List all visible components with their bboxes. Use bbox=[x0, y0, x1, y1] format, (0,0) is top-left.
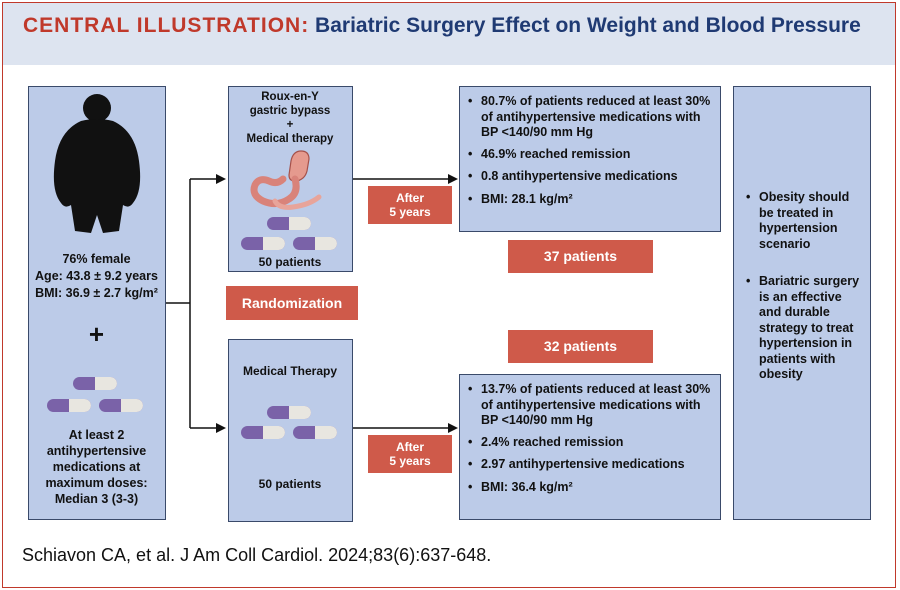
randomization-label: Randomization bbox=[226, 286, 358, 320]
person-silhouette-icon bbox=[53, 94, 141, 233]
pill-icon bbox=[241, 217, 337, 250]
page-title: CENTRAL ILLUSTRATION: Bariatric Surgery … bbox=[23, 13, 883, 38]
header-band: CENTRAL ILLUSTRATION: Bariatric Surgery … bbox=[3, 3, 895, 65]
surgery-label-4: Medical therapy bbox=[246, 133, 334, 145]
baseline-box: 76% female Age: 43.8 ± 9.2 years BMI: 36… bbox=[28, 86, 166, 520]
conclusion-item: Bariatric surgery is an effective and du… bbox=[746, 274, 864, 383]
surgery-outcome-item: 80.7% of patients reduced at least 30% o… bbox=[468, 94, 716, 141]
conclusions-list: Obesity should be treated in hypertensio… bbox=[746, 190, 864, 383]
surgery-label-1: Roux-en-Y bbox=[261, 91, 319, 103]
surgery-patients: 50 patients bbox=[258, 255, 322, 269]
surgery-outcome-list: 80.7% of patients reduced at least 30% o… bbox=[468, 94, 716, 207]
plus-sign: + bbox=[88, 319, 105, 349]
baseline-bmi: BMI: 36.9 ± 2.7 kg/m² bbox=[35, 286, 158, 300]
conclusions-box: Obesity should be treated in hypertensio… bbox=[733, 86, 871, 520]
medical-outcome-item: 2.4% reached remission bbox=[468, 435, 716, 451]
medical-outcome-item: 2.97 antihypertensive medications bbox=[468, 457, 716, 473]
after-line-1: After bbox=[395, 191, 424, 205]
meds-line-2: antihypertensive bbox=[46, 444, 147, 458]
meds-line-4: maximum doses: bbox=[45, 476, 148, 490]
stomach-icon bbox=[250, 150, 322, 210]
after-line-2: 5 years bbox=[389, 205, 431, 219]
medical-outcome-item: 13.7% of patients reduced at least 30% o… bbox=[468, 382, 716, 429]
pill-icon bbox=[47, 377, 143, 412]
arrow-icon bbox=[448, 174, 458, 184]
medical-arm-box: Medical Therapy 50 patients bbox=[228, 339, 353, 522]
medical-patients: 50 patients bbox=[258, 477, 322, 491]
meds-line-1: At least 2 bbox=[68, 428, 125, 442]
after-line-2: 5 years bbox=[389, 454, 431, 468]
medical-outcome-item: BMI: 36.4 kg/m² bbox=[468, 480, 716, 496]
medical-count-label: 32 patients bbox=[508, 330, 653, 363]
surgery-outcome-item: BMI: 28.1 kg/m² bbox=[468, 192, 716, 208]
after-line-1: After bbox=[395, 440, 424, 454]
surgery-outcome-item: 0.8 antihypertensive medications bbox=[468, 169, 716, 185]
citation: Schiavon CA, et al. J Am Coll Cardiol. 2… bbox=[22, 545, 492, 565]
surgery-label-2: gastric bypass bbox=[249, 105, 331, 117]
surgery-label-3: + bbox=[286, 119, 294, 131]
meds-line-3: medications at bbox=[52, 460, 141, 474]
arrow-icon bbox=[448, 423, 458, 433]
medical-label: Medical Therapy bbox=[242, 364, 338, 378]
surgery-arm-box: Roux-en-Y gastric bypass + Medical thera… bbox=[228, 86, 353, 272]
medical-outcome-list: 13.7% of patients reduced at least 30% o… bbox=[468, 382, 716, 495]
arrow-icon bbox=[216, 174, 226, 184]
baseline-age: Age: 43.8 ± 9.2 years bbox=[35, 269, 158, 283]
title-text: Bariatric Surgery Effect on Weight and B… bbox=[315, 14, 861, 37]
surgery-outcome-box: 80.7% of patients reduced at least 30% o… bbox=[459, 86, 721, 232]
pill-icon bbox=[241, 406, 337, 439]
after-label-medical: After 5 years bbox=[368, 435, 452, 473]
medical-outcome-box: 13.7% of patients reduced at least 30% o… bbox=[459, 374, 721, 520]
title-lead: CENTRAL ILLUSTRATION: bbox=[23, 14, 310, 37]
baseline-female: 76% female bbox=[62, 252, 131, 266]
after-label-surgery: After 5 years bbox=[368, 186, 452, 224]
surgery-count-label: 37 patients bbox=[508, 240, 653, 273]
surgery-outcome-item: 46.9% reached remission bbox=[468, 147, 716, 163]
meds-line-5: Median 3 (3-3) bbox=[54, 492, 139, 506]
arrow-icon bbox=[216, 423, 226, 433]
conclusion-item: Obesity should be treated in hypertensio… bbox=[746, 190, 864, 252]
